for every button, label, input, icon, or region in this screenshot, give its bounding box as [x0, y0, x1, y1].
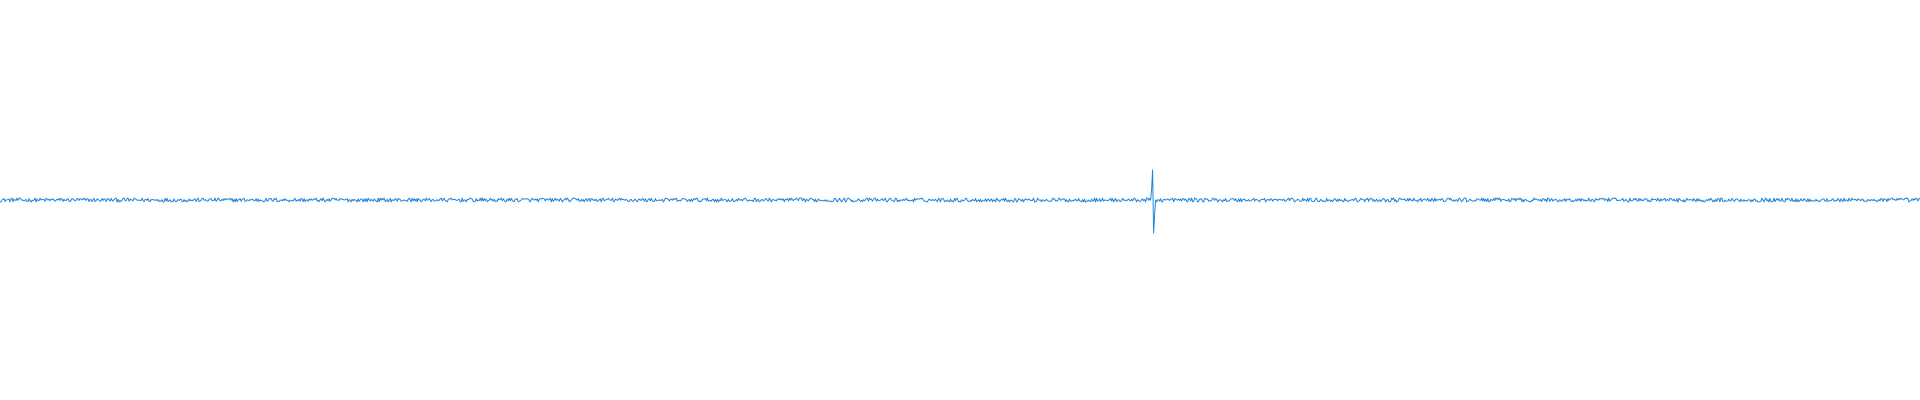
signal-line [0, 169, 1920, 234]
series-layer [0, 169, 1920, 234]
